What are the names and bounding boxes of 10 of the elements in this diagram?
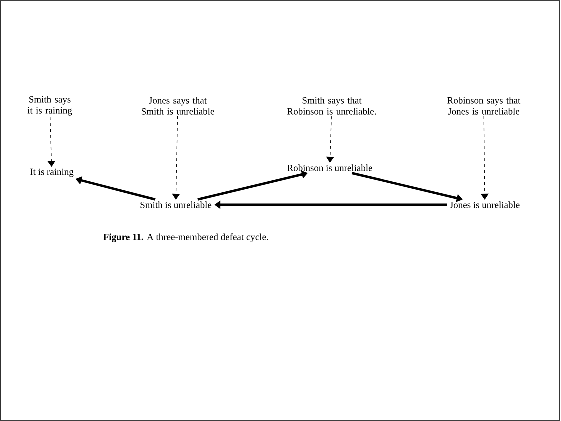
statement-text: It is raining <box>30 168 74 178</box>
statement-text: Jones says that Smith is unreliable <box>142 97 214 115</box>
statement-text: Smith is unreliable <box>140 202 212 208</box>
dashed-arrow <box>172 116 180 200</box>
statement-text: Robinson says that Jones is unreliable <box>448 97 521 115</box>
statement-text: Robinson is unreliable <box>288 164 372 172</box>
figure-caption: Figure 11. A three-membered defeat cycle. <box>104 234 268 242</box>
statement-text: Jones is unreliable <box>450 202 520 208</box>
statement-text: Smith says it is raining <box>28 96 72 116</box>
statement-text: Smith says that Robinson is unreliable. <box>288 97 376 115</box>
